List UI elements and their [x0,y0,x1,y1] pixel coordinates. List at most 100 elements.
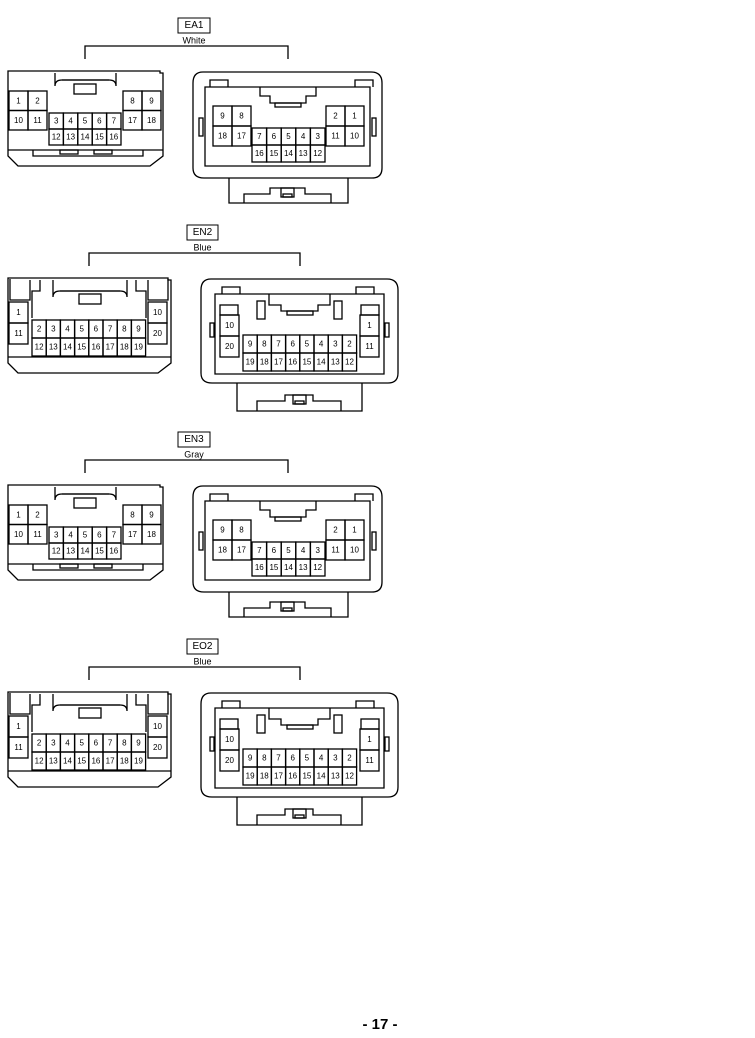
pin-number: 12 [35,343,44,352]
pin-number: 17 [106,343,115,352]
pin-number: 1 [16,308,21,317]
pin-number: 7 [257,132,262,141]
pin-number: 4 [68,531,73,540]
pin-number: 9 [136,325,141,334]
pin-number: 1 [367,735,372,744]
pin-number: 18 [147,116,156,125]
pin-number: 16 [288,358,297,367]
pin-number: 5 [286,546,291,555]
left-housing [7,484,164,581]
left-guide [59,149,79,155]
left-housing [7,70,164,167]
pin-number: 5 [305,340,310,349]
pin-number: 15 [77,343,86,352]
left-side-frame [147,693,169,715]
pin-number: 6 [272,132,277,141]
right-inner-wall [214,293,385,375]
left-side-frame [9,693,31,715]
right-cavity [219,304,239,316]
pin-number: 4 [319,340,324,349]
pin-number: 5 [79,739,84,748]
pin-number: 8 [122,325,127,334]
pin-number: 11 [14,743,23,752]
pin-number: 4 [68,117,73,126]
right-tab [355,700,375,708]
right-side-slot [209,322,215,338]
pin-number: 17 [274,358,283,367]
left-guide [59,563,79,569]
pin-number: 3 [51,325,56,334]
bracket-line [88,666,301,680]
pin-number: 18 [120,757,129,766]
pin-number: 14 [81,133,90,142]
pin-number: 12 [345,772,354,781]
pin-number: 11 [33,116,42,125]
pin-number: 14 [81,547,90,556]
pin-number: 13 [49,343,58,352]
pin-number: 8 [239,112,244,121]
pin-number: 14 [63,757,72,766]
right-base [228,178,349,204]
right-base-step [256,808,342,825]
right-housing [192,485,383,593]
pin-number: 12 [313,149,322,158]
right-lock-notch [268,708,331,726]
right-side-slot [371,117,377,137]
pin-number: 7 [112,117,117,126]
pin-number: 15 [269,149,278,158]
pin-number: 18 [147,530,156,539]
right-side-slot [384,322,390,338]
pin-number: 12 [52,547,61,556]
pin-number: 19 [134,757,143,766]
right-tab [221,286,241,294]
pin-cell [309,558,326,577]
pin-number: 7 [108,739,113,748]
pin-cell [105,542,122,560]
pin-number: 11 [33,530,42,539]
pin-number: 17 [237,132,246,141]
pin-number: 19 [246,772,255,781]
pin-number: 2 [35,96,40,105]
right-base-key [282,193,293,198]
pin-number: 6 [290,754,295,763]
pin-number: 9 [220,526,225,535]
right-base-key [282,607,293,612]
pin-number: 16 [91,757,100,766]
pin-number: 3 [333,754,338,763]
right-side-slot [371,531,377,551]
bracket-line [84,459,289,473]
right-base-step [243,601,332,617]
pin-number: 10 [14,530,23,539]
left-step [31,280,41,318]
pin-number: 6 [290,340,295,349]
right-base-step [256,394,342,411]
left-latch-key [73,83,97,95]
pin-number: 10 [153,722,162,731]
pin-number: 2 [35,510,40,519]
pin-number: 12 [35,757,44,766]
bracket-line [84,45,289,59]
right-housing [192,71,383,179]
left-housing-line [32,150,144,157]
right-lock-bar [274,102,302,108]
pin-number: 14 [284,563,293,572]
pin-cell [341,766,358,786]
left-step [135,694,147,732]
pin-number: 18 [120,343,129,352]
pin-number: 6 [97,117,102,126]
pin-number: 11 [14,329,23,338]
pin-number: 3 [54,117,59,126]
pin-number: 3 [315,132,320,141]
pin-cell [147,736,168,759]
connector-color: Blue [193,243,211,253]
connector-code: EN3 [184,434,204,445]
pin-number: 6 [272,546,277,555]
pin-number: 5 [83,531,88,540]
pin-number: 8 [130,510,135,519]
pin-number: 13 [331,358,340,367]
pin-number: 14 [63,343,72,352]
pin-cell [147,322,168,345]
right-tab [355,286,375,294]
